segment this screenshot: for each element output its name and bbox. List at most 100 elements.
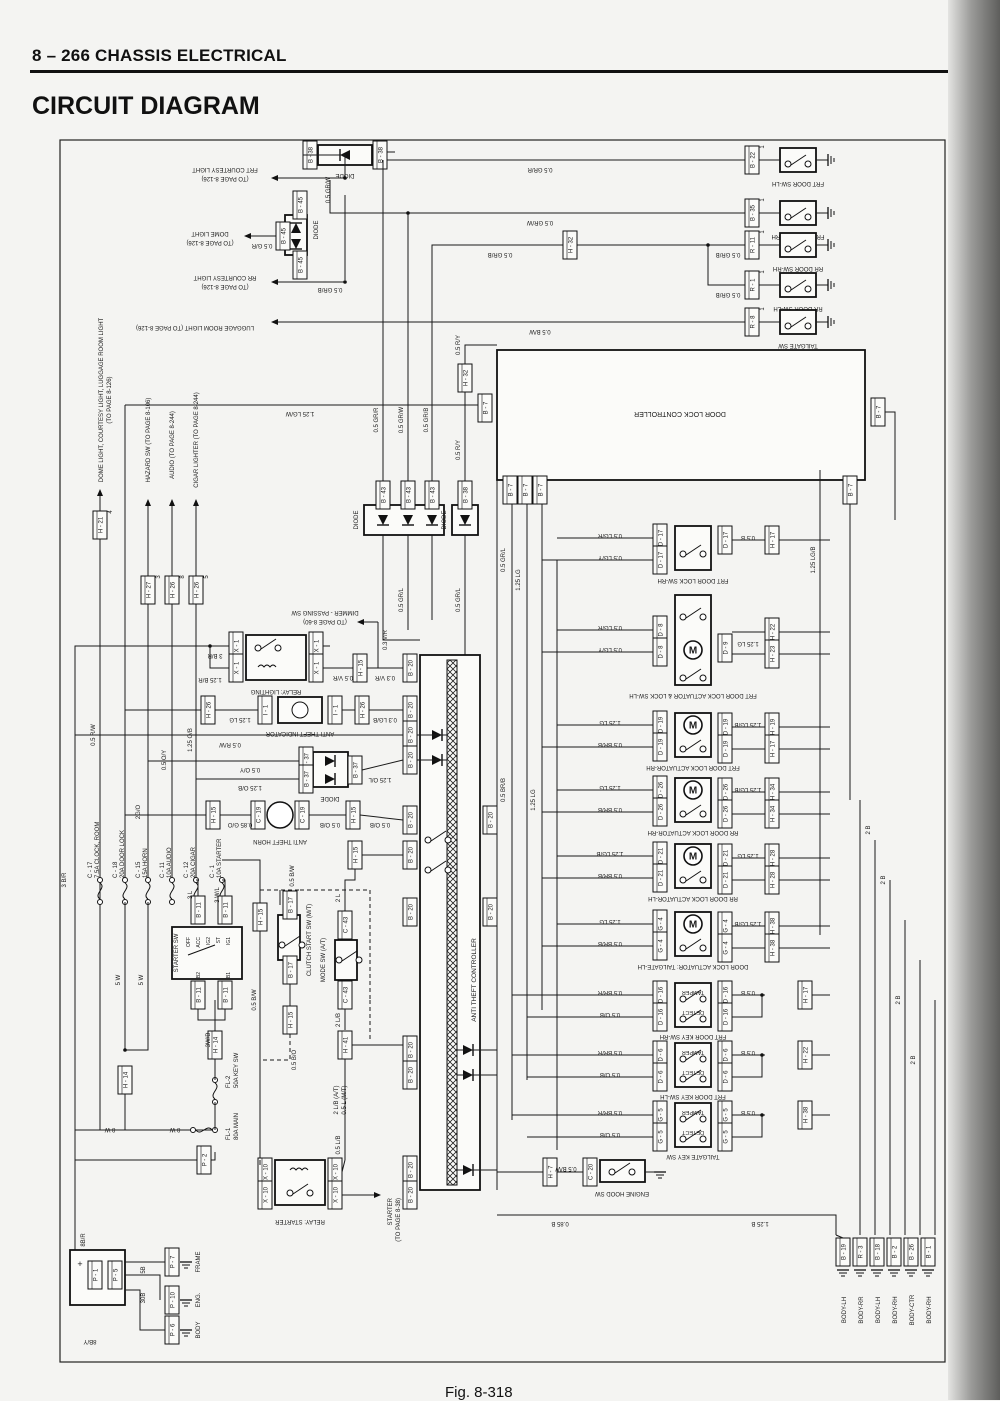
connector-label: X - 1 <box>315 661 321 674</box>
wire-label: 8 W <box>104 1126 115 1132</box>
wire-label: 1.25 LG/B <box>734 721 761 727</box>
relay-label: RELAY: LIGHTING <box>250 688 301 694</box>
wire-label: 0.5 R/W <box>91 724 97 746</box>
ground-icon <box>180 1261 192 1269</box>
connector-label: B - 22 <box>751 151 757 168</box>
connector-label: H - 15 <box>352 806 358 823</box>
connector-label: D - 26 <box>659 781 665 798</box>
wire <box>74 1152 216 1250</box>
wire <box>303 154 346 178</box>
wire-label: 2 B <box>866 825 872 834</box>
connector <box>196 1145 212 1175</box>
starter-position: IG2 <box>206 937 212 945</box>
connector-label: H - 26 <box>207 701 213 718</box>
connector-label: B - 26 <box>910 1243 916 1260</box>
diode-icon <box>377 515 389 526</box>
connector-label: C - 19 <box>301 806 307 823</box>
wire-label: 1.25 LG <box>599 719 621 725</box>
wire-label: 1.25 LG <box>531 789 537 811</box>
light-page: (TO PAGE 8-126) <box>186 239 233 245</box>
connector-label: D - 21 <box>659 869 665 886</box>
wire-label: 1.25 B/R <box>198 676 222 682</box>
connector-label: B - 37 <box>305 752 311 769</box>
fuse-label: 50A KEY SW <box>234 1052 240 1088</box>
connector-label: B - 38 <box>464 486 470 503</box>
wire-label: 0.5 BR/R <box>597 1049 622 1055</box>
fuse-icon <box>212 1077 218 1105</box>
connector-label: X - 1 <box>235 639 241 652</box>
switch-contact-icon <box>679 544 707 558</box>
diagram-frame <box>59 139 946 1363</box>
connector-label: B - 11 <box>224 987 230 1003</box>
wire-label: 0.5 B/W <box>529 328 551 334</box>
connector-label: H - 22 <box>804 1046 810 1063</box>
connector <box>532 475 548 505</box>
connector-label: B - 45 <box>299 256 305 273</box>
connector-label: H - 17 <box>804 986 810 1003</box>
motor-icon <box>683 640 703 660</box>
starter-switch <box>171 926 243 980</box>
wire-label: 0.5 LG/R <box>597 532 622 538</box>
junction-dot <box>760 1053 764 1057</box>
wire-label: 0.3 V/R <box>374 674 395 680</box>
wire-label: 1.25 LG <box>516 569 522 591</box>
junction-dot <box>343 176 347 180</box>
connector-label: H - 17 <box>771 740 777 757</box>
switch-contact-icon <box>608 1162 636 1176</box>
anti-theft-controller-label: ANTI THEFT CONTROLLER <box>471 938 478 1022</box>
wire-label: 0.5 GR/B <box>716 251 741 257</box>
connector-label: G - 4 <box>659 917 665 931</box>
light-label: RR COURTESY LIGHT <box>193 274 256 280</box>
connector-label: G - 5 <box>659 1108 665 1122</box>
wire-label: 3W/B <box>206 1033 212 1048</box>
wire-label: 0.5 LG/Y <box>598 554 622 560</box>
page-title: CIRCUIT DIAGRAM <box>32 92 260 120</box>
starter-switch-label: STARTER SW <box>174 933 180 972</box>
figure-caption: Fig. 8-318 <box>445 1384 513 1401</box>
wire-label: 0.5 B <box>741 989 755 995</box>
connector-label: B - 20 <box>409 811 415 828</box>
connector-label: D - 6 <box>659 1070 665 1084</box>
connector <box>375 480 391 510</box>
clutch-switch-label: CLUTCH START SW (M/T) <box>307 904 313 976</box>
motor-icon <box>683 846 703 866</box>
wire-label: 1.25 LG <box>737 640 759 646</box>
connector <box>402 897 418 927</box>
diode-icon <box>459 515 471 526</box>
diode-icon <box>325 773 336 785</box>
wire-label: 0.5 G/R <box>251 242 272 248</box>
connector-label: H - 28 <box>771 849 777 866</box>
connector <box>402 653 418 683</box>
connector-label: H - 26 <box>361 701 367 718</box>
connector-label: X - 10 <box>334 1163 340 1180</box>
wire-label: 1.25 LG/B <box>811 546 817 573</box>
motor-label: M <box>689 646 697 657</box>
connector-label: H - 15 <box>289 1011 295 1028</box>
connector-label: D - 6 <box>659 1048 665 1062</box>
ground-label: BODY-RR <box>859 1296 865 1324</box>
wire-label: 0.5 B/W <box>555 1165 577 1171</box>
wire-label: 1.25 LG/B <box>596 850 623 856</box>
detect-label: DETECT <box>681 1009 704 1015</box>
door-switch-label: RR DOOR SW-LH <box>773 305 822 311</box>
connector-label: H - 27 <box>147 581 153 598</box>
fuse-id: FL-1 <box>226 1127 232 1140</box>
wire-label: 0.5 GR/B <box>318 286 343 292</box>
pin-number: 4 <box>108 510 114 514</box>
connector-label: C - 20 <box>589 1163 595 1180</box>
connector-label: B - 20 <box>409 846 415 863</box>
tamper-contact-icon <box>679 1109 707 1123</box>
junction-dot <box>406 211 410 215</box>
wire-label: 0.5 GR/W <box>399 406 405 433</box>
controller-switch-icon <box>424 860 452 874</box>
wire-label: 0.5 GR/R <box>527 166 553 172</box>
motor-icon <box>683 914 703 934</box>
tamper-label: TAMPER <box>682 1109 705 1115</box>
wire <box>341 1159 346 1173</box>
starter-position: OFF <box>186 937 192 947</box>
connector-label: H - 19 <box>771 718 777 735</box>
ground-label: BODY-CTR <box>910 1294 916 1325</box>
tamper-label: TAMPER <box>682 989 705 995</box>
ground-label: BODY-LH <box>842 1297 848 1323</box>
connector-label: D - 21 <box>724 871 730 888</box>
